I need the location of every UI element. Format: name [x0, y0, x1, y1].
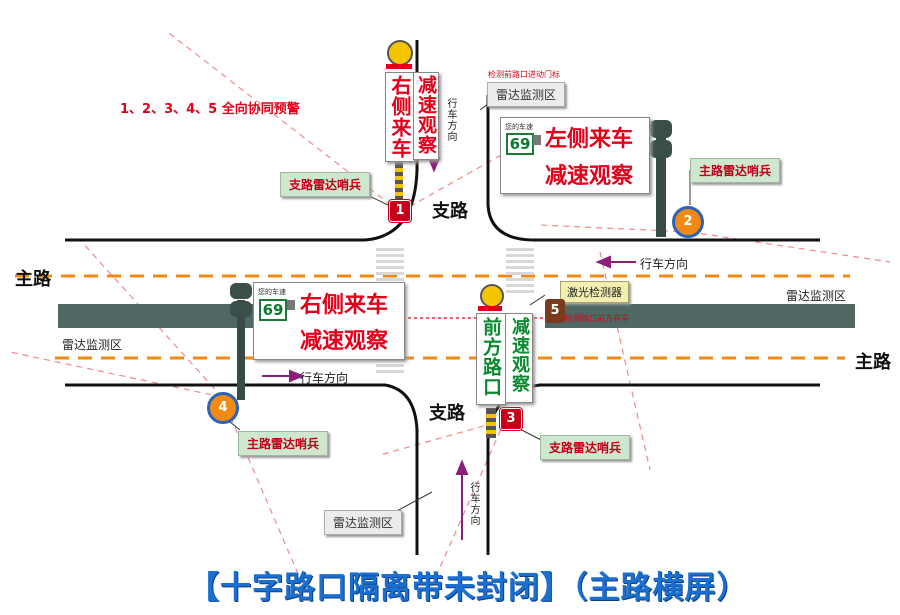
road-edge-ne [486, 95, 820, 242]
travel-direction-label-north: 行车方向 [445, 98, 456, 142]
sign-north-right-text: 右侧来车 [388, 75, 412, 159]
sign-north-slow-text: 减速观察 [415, 75, 437, 155]
main-road-label-east: 主路 [855, 352, 891, 373]
travel-direction-label-south: 行车方向 [468, 482, 479, 526]
side-road-label-north: 支路 [432, 201, 468, 222]
radar-zone-east: 雷达监测区 [786, 289, 847, 303]
speed-value-ne: 69 [506, 133, 534, 155]
road-edge-nw [65, 40, 419, 242]
road-edge-se [486, 383, 820, 555]
median-east [545, 304, 855, 328]
radar-zone-south: 雷达监测区 [324, 510, 403, 535]
sentinel-label-2: 主路雷达哨兵 [690, 158, 781, 183]
sign-south-slow: 减速观察 [505, 313, 533, 403]
sign-south-front-text: 前方路口 [480, 317, 502, 397]
side-road-label-south: 支路 [429, 403, 465, 424]
speed-label-ne: 您的车速 [505, 123, 533, 131]
signal-lamp-north [387, 40, 413, 66]
speed-label-west: 您的车速 [258, 288, 286, 296]
sign-west-line2: 减速观察 [300, 328, 389, 354]
sentinel-label-4: 主路雷达哨兵 [238, 431, 329, 456]
sign-poles [237, 135, 666, 400]
pole-lights [230, 120, 672, 317]
sign-northeast: 您的车速 69 左侧来车 减速观察 [500, 117, 650, 194]
cooperative-warning-note: 1、2、3、4、5 全向协同预警 [120, 102, 300, 117]
speed-value-west: 69 [259, 299, 287, 321]
detection-note: 检测前路口进动门标 [488, 70, 560, 79]
radar-badge-1: 1 [389, 200, 411, 222]
laser-badge-5: 5 [545, 299, 565, 323]
travel-direction-label-west: 行车方向 [300, 371, 349, 385]
radar-badge-4: 4 [207, 392, 239, 424]
sign-north-slow: 减速观察 [413, 72, 439, 160]
radar-badge-3: 3 [500, 408, 522, 430]
sign-south-slow-text: 减速观察 [509, 317, 530, 393]
laser-detector-label: 激光检测器 [560, 281, 629, 303]
sign-ne-line1: 左侧来车 [545, 126, 634, 152]
main-road-label-west: 主路 [15, 269, 51, 290]
sentinel-label-3: 支路雷达哨兵 [540, 435, 631, 460]
sign-west-line1: 右侧来车 [300, 292, 389, 318]
radar-zone-west: 雷达监测区 [62, 338, 123, 352]
sign-ne-line2: 减速观察 [545, 163, 634, 189]
radar-badge-2: 2 [672, 206, 704, 238]
sign-south-front: 前方路口 [476, 313, 506, 405]
road-edge-sw [65, 383, 419, 555]
radar-zone-north: 雷达监测区 [487, 82, 566, 107]
laser-note: 检测路口前方有车 [565, 314, 629, 323]
signal-lamp-south [480, 284, 504, 308]
sign-north-right: 右侧来车 [385, 72, 415, 162]
travel-direction-label-east: 行车方向 [640, 257, 689, 271]
page-title: 【十字路口隔离带未封闭】（主路横屏） [188, 570, 749, 606]
sign-west: 您的车速 69 右侧来车 减速观察 [253, 282, 405, 360]
sentinel-label-1: 支路雷达哨兵 [280, 172, 371, 197]
